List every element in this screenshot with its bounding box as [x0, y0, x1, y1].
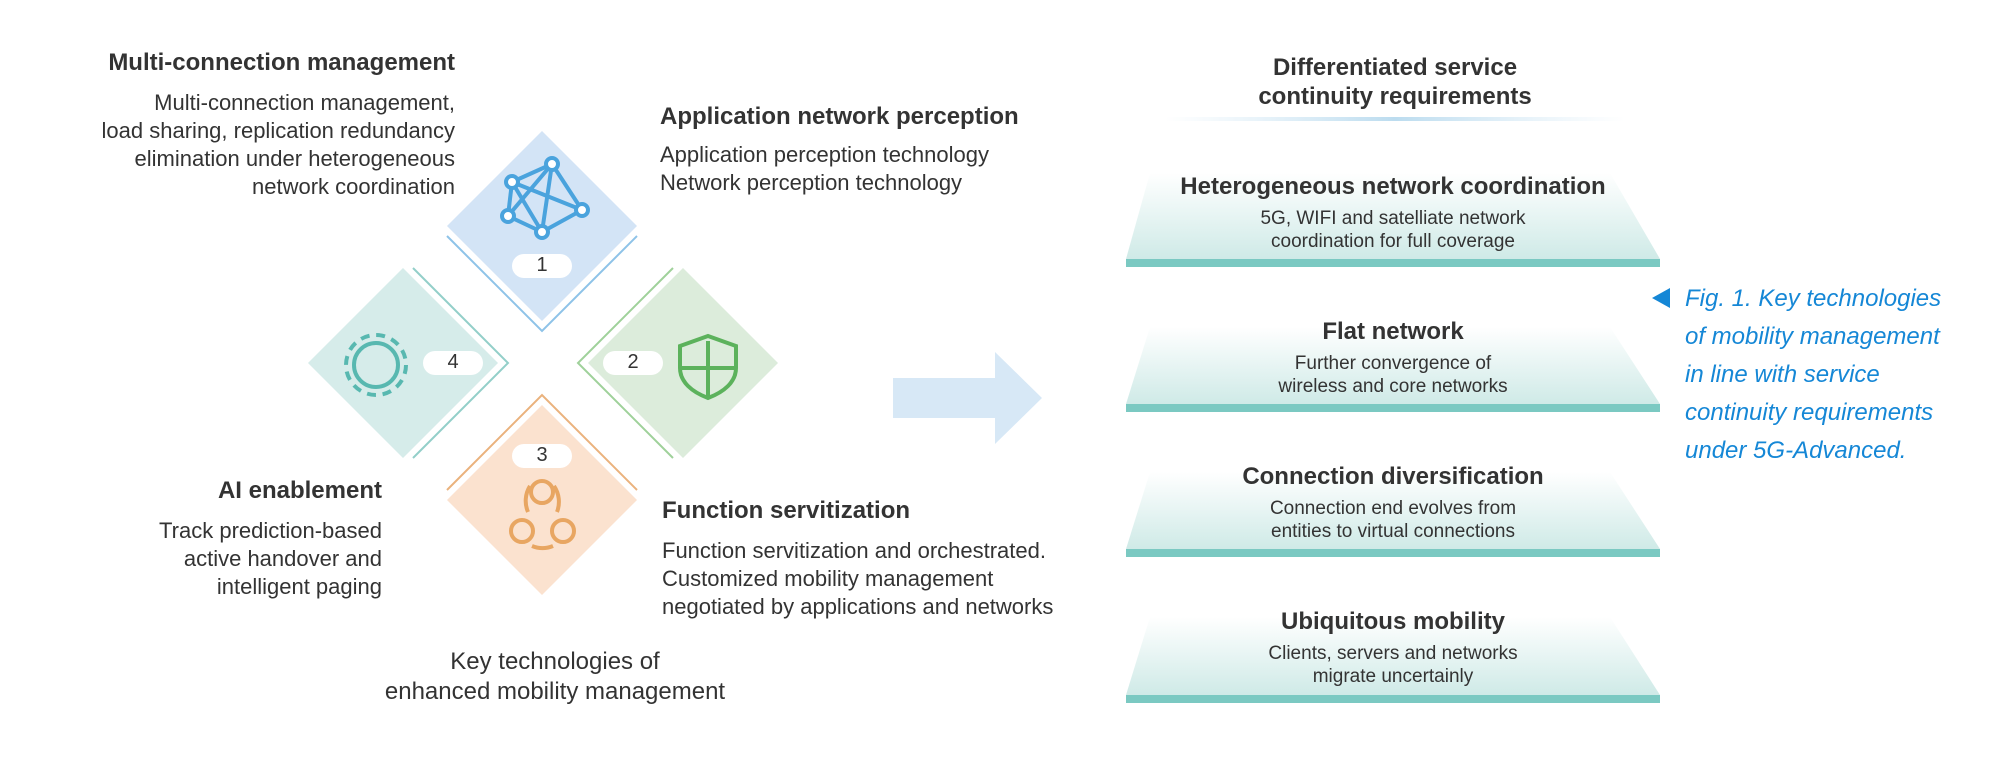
label-function-servitization: Function servitization Function servitiz… [662, 497, 1122, 621]
layer-shape-1 [1126, 173, 1660, 267]
footer-line: Key technologies of [450, 648, 660, 675]
layer-desc-line: wireless and core networks [1278, 376, 1508, 397]
desc-line: Customized mobility management [662, 566, 994, 591]
label-multi-connection: Multi-connection management Multi-connec… [40, 49, 455, 201]
caption-line: continuity requirements [1685, 399, 1934, 426]
figure-caption: Fig. 1. Key technologies of mobility man… [1685, 280, 1995, 470]
layer-title: Flat network [1322, 318, 1464, 345]
label-ai-enablement: AI enablement Track prediction-based act… [80, 477, 382, 601]
label-application-perception: Application network perception Applicati… [660, 103, 1120, 197]
desc-line: load sharing, replication redundancy [101, 118, 455, 143]
desc-line: negotiated by applications and networks [662, 594, 1054, 619]
desc-line: intelligent paging [216, 574, 382, 599]
triangle-nodes-icon [509, 479, 576, 550]
network-mesh-icon [500, 156, 590, 240]
layer-desc-line: Clients, servers and networks [1268, 643, 1518, 664]
header-line: Differentiated service [1272, 54, 1518, 81]
right-header: Differentiated service continuity requir… [1130, 53, 1660, 111]
header-line: continuity requirements [1258, 83, 1532, 110]
layer-desc-line: coordination for full coverage [1271, 231, 1515, 252]
layer-title: Connection diversification [1242, 463, 1544, 490]
layer-1: Heterogeneous network coordination 5G, W… [1113, 173, 1673, 253]
layer-desc: Clients, servers and networks migrate un… [1113, 642, 1673, 688]
layer-desc-line: entities to virtual connections [1271, 521, 1515, 542]
footer-line: enhanced mobility management [384, 678, 726, 705]
layer-desc-line: 5G, WIFI and satelliate network [1260, 208, 1526, 229]
caption-line: Fig. 1. Key technologies [1685, 285, 1942, 312]
diamond-1 [446, 131, 638, 333]
layer-desc-line: Further convergence of [1294, 353, 1492, 374]
item-desc: Track prediction-based active handover a… [80, 517, 382, 601]
desc-line: Track prediction-based [159, 518, 382, 543]
diamond-2 [576, 267, 778, 459]
item-number-2: 2 [627, 351, 639, 373]
layer-desc: Further convergence of wireless and core… [1113, 352, 1673, 398]
desc-line: active handover and [183, 546, 382, 571]
desc-line: Function servitization and orchestrated. [662, 538, 1046, 563]
item-number-1: 1 [536, 254, 548, 276]
shield-icon [678, 333, 738, 401]
desc-line: network coordination [251, 174, 455, 199]
desc-line: elimination under heterogeneous [134, 146, 455, 171]
caption-line: in line with service [1685, 361, 1880, 388]
item-title: Application network perception [660, 103, 1019, 130]
layer-3: Connection diversification Connection en… [1113, 463, 1673, 543]
layer-desc-line: migrate uncertainly [1312, 666, 1474, 687]
item-desc: Multi-connection management, load sharin… [40, 89, 455, 201]
desc-line: Network perception technology [660, 170, 963, 195]
header-underline [1165, 117, 1625, 121]
layer-desc-line: Connection end evolves from [1269, 498, 1517, 519]
layer-shape-3 [1126, 472, 1660, 557]
item-number-4: 4 [447, 351, 459, 373]
left-footer-caption: Key technologies of enhanced mobility ma… [330, 647, 780, 707]
item-title: AI enablement [217, 477, 382, 504]
caption-pointer-icon [1652, 288, 1670, 308]
desc-line: Application perception technology [660, 142, 990, 167]
desc-line: Multi-connection management, [154, 90, 455, 115]
item-title: Multi-connection management [108, 49, 455, 76]
layer-desc: Connection end evolves from entities to … [1113, 497, 1673, 543]
layer-title: Ubiquitous mobility [1281, 608, 1505, 635]
diamond-3 [446, 393, 638, 595]
item-number-3: 3 [536, 444, 548, 466]
diamond-4 [308, 267, 510, 459]
layer-4: Ubiquitous mobility Clients, servers and… [1113, 608, 1673, 688]
caption-line: under 5G-Advanced. [1685, 437, 1907, 464]
layer-2: Flat network Further convergence of wire… [1113, 318, 1673, 398]
gear-icon [344, 333, 408, 397]
item-title: Function servitization [662, 497, 911, 524]
item-desc: Function servitization and orchestrated.… [662, 537, 1122, 621]
layer-desc: 5G, WIFI and satelliate network coordina… [1113, 207, 1673, 253]
flow-arrow [893, 352, 1042, 444]
layer-shape-4 [1126, 617, 1660, 703]
layer-title: Heterogeneous network coordination [1180, 173, 1606, 200]
layer-shape-2 [1126, 327, 1660, 412]
caption-line: of mobility management [1685, 323, 1940, 350]
item-desc: Application perception technology Networ… [660, 141, 1120, 197]
